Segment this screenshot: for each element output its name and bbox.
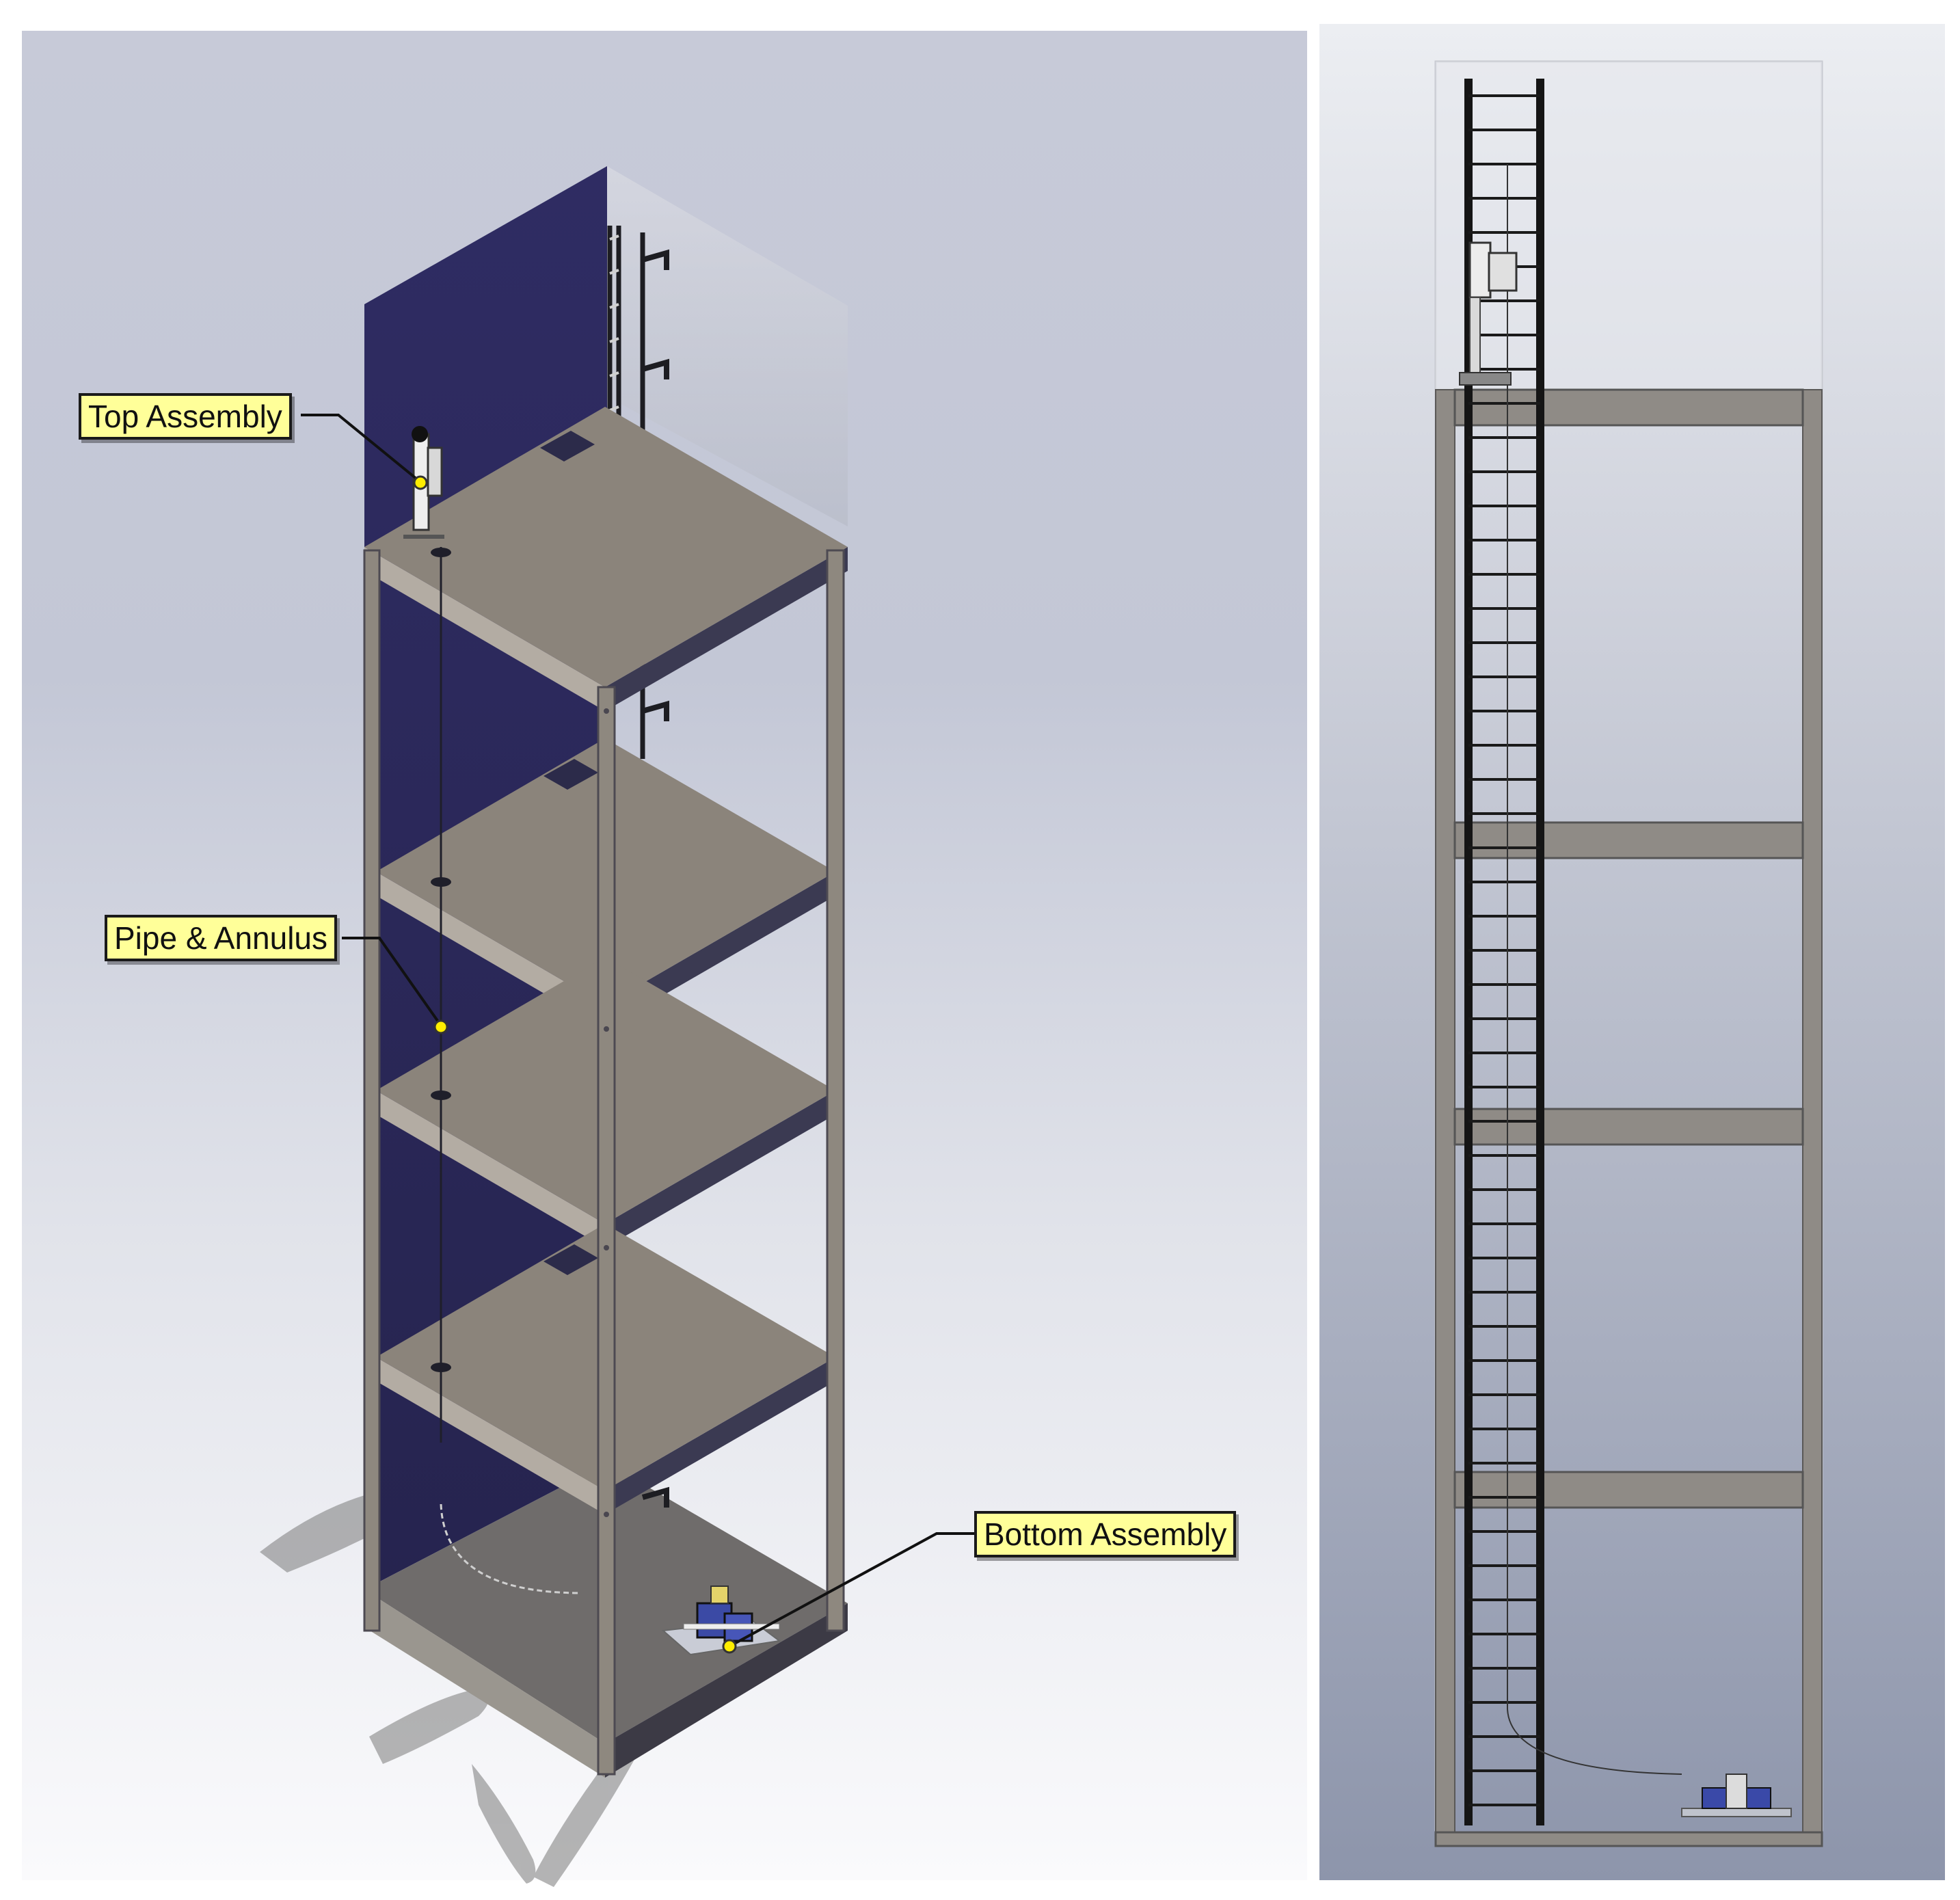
frame-columns xyxy=(363,549,845,1776)
pipe-icon xyxy=(431,547,582,1594)
pipe-annulus-callout: Pipe & Annulus xyxy=(105,915,338,961)
callout-leaders xyxy=(301,414,974,1648)
tower-shadow xyxy=(260,1490,636,1887)
elevation-bottom-assembly xyxy=(1681,1774,1792,1817)
ladder-rungs xyxy=(1468,94,1540,1806)
top-assembly-callout: Top Assembly xyxy=(79,393,292,440)
callout-dots xyxy=(413,475,737,1654)
ground-slab-edge xyxy=(605,1603,848,1778)
elevation-top-assembly xyxy=(1459,241,1518,386)
elevation-posts xyxy=(1435,389,1823,1847)
bottom-assembly-callout: Bottom Assembly xyxy=(974,1511,1237,1557)
deck-top xyxy=(364,407,848,711)
elevation-beams xyxy=(1434,388,1823,1847)
bottom-assembly-icon xyxy=(661,1585,781,1656)
